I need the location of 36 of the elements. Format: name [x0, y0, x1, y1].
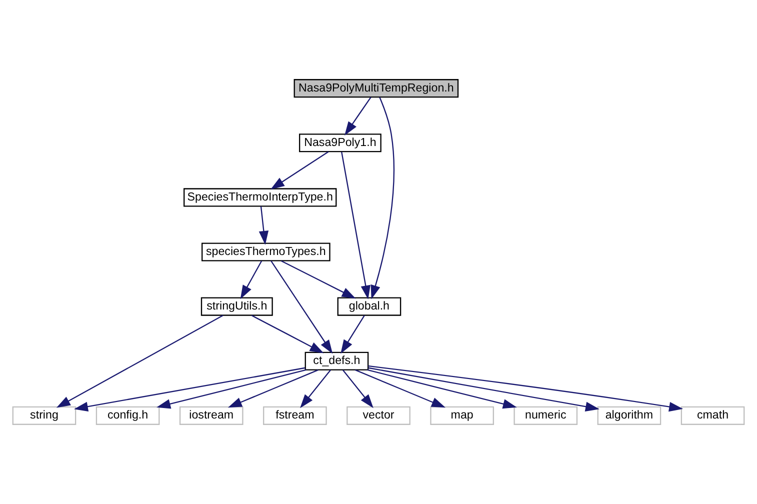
arrow: [258, 206, 269, 245]
node-box: map: [430, 406, 494, 425]
arrow: [340, 315, 365, 354]
arrow: [56, 314, 224, 408]
node-box: stringUtils.h: [200, 297, 273, 316]
arrow: [300, 370, 331, 408]
arrow: [280, 260, 356, 299]
node-box: config.h: [96, 406, 160, 425]
arrow: [366, 369, 517, 409]
arrow: [368, 365, 684, 412]
arrow: [228, 369, 318, 408]
node-box: vector: [346, 406, 410, 425]
node-box: string: [12, 406, 76, 425]
arrow: [341, 152, 370, 300]
node-box: numeric: [514, 406, 578, 425]
node-box: speciesThermoTypes.h: [202, 242, 330, 262]
arrow: [368, 367, 600, 412]
arrow: [355, 369, 446, 408]
arrow: [342, 370, 374, 408]
node-box: Nasa9PolyMultiTempRegion.h: [294, 79, 459, 98]
node-box: iostream: [179, 406, 244, 425]
node-box: fstream: [263, 406, 327, 425]
node-box: Nasa9Poly1.h: [299, 134, 382, 152]
node-box: algorithm: [597, 406, 662, 425]
arrow: [344, 96, 372, 136]
node-box: ct_defs.h: [304, 352, 369, 370]
arrow: [270, 151, 329, 190]
arrow: [156, 369, 306, 409]
arrow: [240, 260, 262, 300]
node-box: cmath: [680, 406, 745, 425]
node-box: global.h: [337, 297, 402, 316]
arrow: [74, 367, 306, 412]
arrow: [370, 97, 394, 300]
arrow: [251, 314, 324, 354]
node-box: SpeciesThermoInterpType.h: [184, 188, 337, 207]
arrow: [270, 260, 333, 354]
